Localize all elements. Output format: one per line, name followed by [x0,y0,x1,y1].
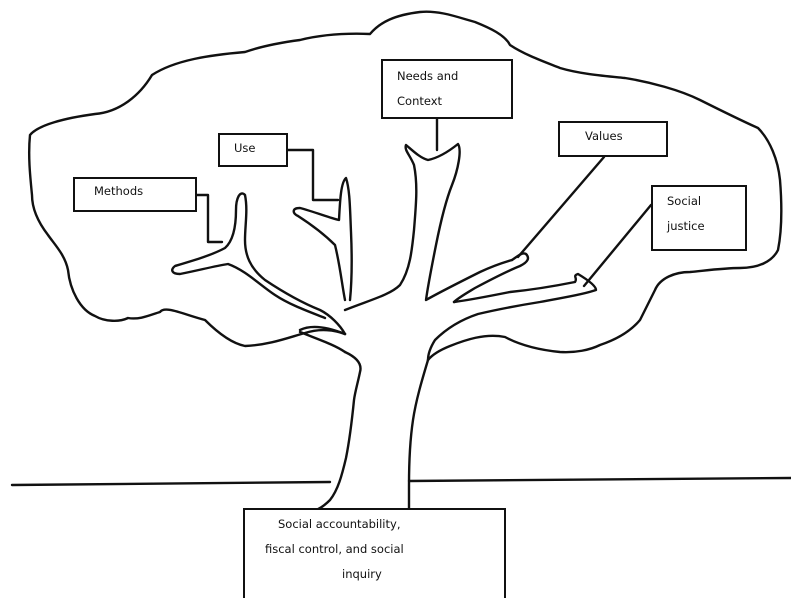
methods-label: Methods [94,184,144,198]
branch-social-justice [426,272,598,362]
branch-values [452,252,530,304]
connector-methods [195,193,224,244]
connector-social-justice [582,203,653,288]
roots-label-line3: inquiry [342,567,382,581]
branch-methods [171,192,347,336]
branch-needs [343,142,514,312]
connector-use [286,148,340,202]
branch-lower-left [298,325,347,354]
social-justice-label-line2: justice [667,219,705,233]
roots-label-line2: fiscal control, and social [265,542,404,556]
use-label: Use [234,141,256,155]
values-box: Values [558,121,668,157]
roots-box: Social accountability, fiscal control, a… [243,508,506,598]
ground-line [10,476,791,487]
social-justice-label-line1: Social [667,194,702,208]
branch-use [292,176,353,302]
tree-trunk-left [303,350,362,514]
methods-box: Methods [73,177,197,212]
needs-context-label-line1: Needs and [397,69,459,83]
roots-label-line1: Social accountability, [278,517,401,531]
use-box: Use [218,133,288,167]
values-label: Values [585,129,623,143]
needs-context-box: Needs and Context [381,59,513,119]
needs-context-label-line2: Context [397,94,443,108]
tree-trunk-right [407,358,430,514]
tree-canopy-outline [27,10,783,362]
social-justice-box: Social justice [651,185,747,251]
connector-values [516,155,606,259]
